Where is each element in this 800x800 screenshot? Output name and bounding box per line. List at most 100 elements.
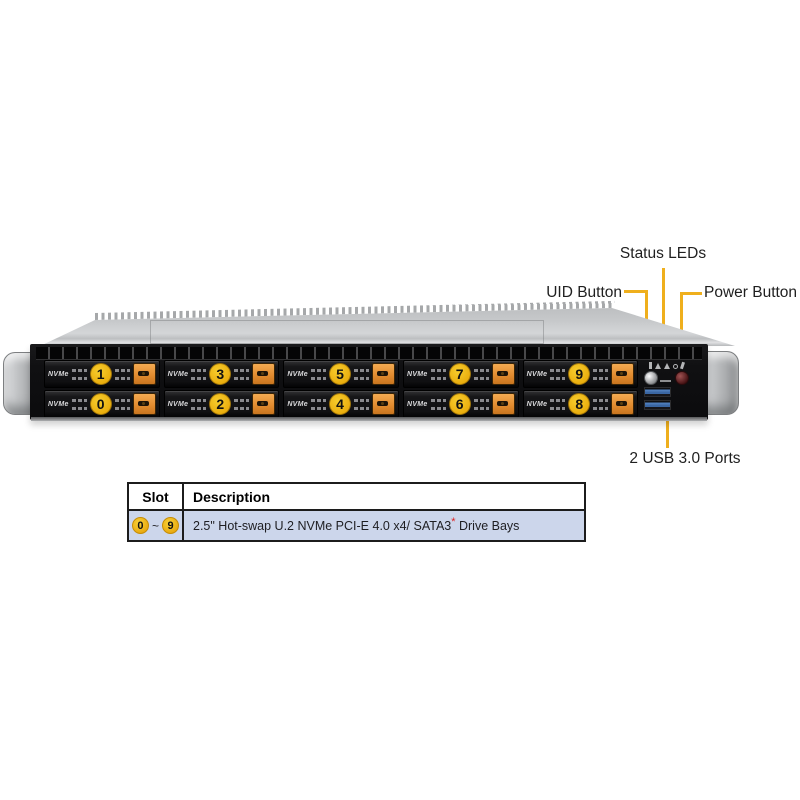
drive-connector-detail xyxy=(430,398,446,410)
drive-connector-detail xyxy=(550,398,566,410)
power-button xyxy=(675,371,689,385)
table-header-slot: Slot xyxy=(129,484,184,509)
drive-latch xyxy=(132,363,156,385)
drive-slot-number: 7 xyxy=(448,363,471,385)
drive-type-label: NVMe xyxy=(167,370,189,378)
usb-port-1 xyxy=(644,387,671,397)
usb-port-2 xyxy=(644,400,671,410)
drive-connector-detail xyxy=(473,368,489,380)
uid-button xyxy=(644,371,658,385)
drive-latch xyxy=(371,363,395,385)
drive-tray: NVMe 4 xyxy=(283,390,399,418)
drive-connector-detail xyxy=(550,368,566,380)
drive-connector-detail xyxy=(191,398,207,410)
drive-tray: NVMe 6 xyxy=(402,390,519,418)
uid-button-label: UID Button xyxy=(546,284,622,301)
drive-tray: NVMe 9 xyxy=(522,360,639,388)
drive-connector-detail xyxy=(114,398,130,410)
drive-latch xyxy=(491,393,515,415)
drive-type-label: NVMe xyxy=(406,400,428,408)
drive-type-label: NVMe xyxy=(287,400,308,408)
led-icon xyxy=(679,361,686,370)
led-icon xyxy=(655,363,661,369)
drive-latch xyxy=(611,363,635,385)
drive-bay-column: NVMe 9 NVMe 8 xyxy=(522,360,639,418)
drive-latch xyxy=(611,393,635,415)
front-vent-strip xyxy=(36,347,702,360)
drive-latch xyxy=(491,363,515,385)
drive-tray: NVMe 1 xyxy=(44,360,160,388)
footnote-asterisk: * xyxy=(451,516,456,529)
drive-tray: NVMe 0 xyxy=(44,390,160,418)
led-icon xyxy=(649,362,652,369)
power-button-label: Power Button xyxy=(704,284,798,301)
status-leds-callout-line xyxy=(662,268,665,356)
drive-slot-number: 4 xyxy=(328,393,351,415)
drive-slot-number: 9 xyxy=(568,363,591,385)
drive-slot-number: 8 xyxy=(568,393,591,415)
drive-type-label: NVMe xyxy=(48,400,69,408)
slot-badge-start: 0 xyxy=(131,517,149,534)
drive-tray: NVMe 5 xyxy=(283,360,399,388)
table-header-row: Slot Description xyxy=(129,484,584,509)
drive-tray: NVMe 3 xyxy=(163,360,280,388)
drive-latch xyxy=(252,363,276,385)
drive-bay-column: NVMe 3 NVMe 2 xyxy=(163,360,280,418)
drive-connector-detail xyxy=(310,368,326,380)
drive-tray: NVMe 7 xyxy=(402,360,519,388)
drive-type-label: NVMe xyxy=(526,370,548,378)
drive-latch xyxy=(252,393,276,415)
drive-bay-column: NVMe 7 NVMe 6 xyxy=(402,360,519,418)
drive-connector-detail xyxy=(430,368,446,380)
drive-connector-detail xyxy=(191,368,207,380)
drive-slot-number: 6 xyxy=(448,393,471,415)
drive-slot-number: 5 xyxy=(328,363,351,385)
table-header-description: Description xyxy=(193,488,271,505)
drive-slot-number: 0 xyxy=(89,393,112,415)
description-suffix: Drive Bays xyxy=(455,519,520,534)
slot-badge-end: 9 xyxy=(162,517,179,534)
drive-connector-detail xyxy=(71,398,87,410)
drive-connector-detail xyxy=(353,398,369,410)
drive-slot-number: 2 xyxy=(209,393,232,415)
drive-slot-number: 3 xyxy=(209,363,232,385)
drive-bay-column: NVMe 1 NVMe 0 xyxy=(44,360,160,418)
drive-type-label: NVMe xyxy=(287,370,308,378)
drive-connector-detail xyxy=(234,398,250,410)
description-text: 2.5" Hot-swap U.2 NVMe PCI-E 4.0 x4/ SAT… xyxy=(193,519,452,534)
description-cell: 2.5" Hot-swap U.2 NVMe PCI-E 4.0 x4/ SAT… xyxy=(184,511,584,540)
drive-type-label: NVMe xyxy=(526,400,548,408)
drive-type-label: NVMe xyxy=(48,370,69,378)
drive-slot-number: 1 xyxy=(89,363,112,385)
drive-type-label: NVMe xyxy=(406,370,428,378)
uid-callout-line-h xyxy=(624,290,648,293)
drive-connector-detail xyxy=(593,398,609,410)
drive-connector-detail xyxy=(473,398,489,410)
slot-range-cell: 0 ~ 9 xyxy=(129,511,184,540)
slot-description-table: Slot Description 0 ~ 9 2.5" Hot-swap U.2… xyxy=(127,482,586,542)
status-leds-label: Status LEDs xyxy=(619,245,707,262)
drive-latch xyxy=(371,393,395,415)
led-icon xyxy=(673,364,678,369)
drive-connector-detail xyxy=(310,398,326,410)
chassis-bottom-edge xyxy=(31,417,707,421)
usb-callout-line xyxy=(666,417,669,448)
drive-connector-detail xyxy=(234,368,250,380)
drive-bay-column: NVMe 5 NVMe 4 xyxy=(283,360,399,418)
drive-tray: NVMe 8 xyxy=(522,390,639,418)
slot-range-separator: ~ xyxy=(151,518,159,533)
led-icon xyxy=(664,363,670,369)
usb-symbol-icon xyxy=(660,380,671,382)
drive-connector-detail xyxy=(114,368,130,380)
drive-connector-detail xyxy=(593,368,609,380)
drive-tray: NVMe 2 xyxy=(163,390,280,418)
status-led-icons xyxy=(649,361,689,370)
power-callout-line-h xyxy=(681,292,702,295)
table-data-row: 0 ~ 9 2.5" Hot-swap U.2 NVMe PCI-E 4.0 x… xyxy=(129,509,584,540)
drive-latch xyxy=(132,393,156,415)
drive-connector-detail xyxy=(353,368,369,380)
drive-bay-grid: NVMe 1 NVMe 0 NVMe 3 xyxy=(44,360,639,418)
drive-type-label: NVMe xyxy=(167,400,189,408)
drive-connector-detail xyxy=(71,368,87,380)
